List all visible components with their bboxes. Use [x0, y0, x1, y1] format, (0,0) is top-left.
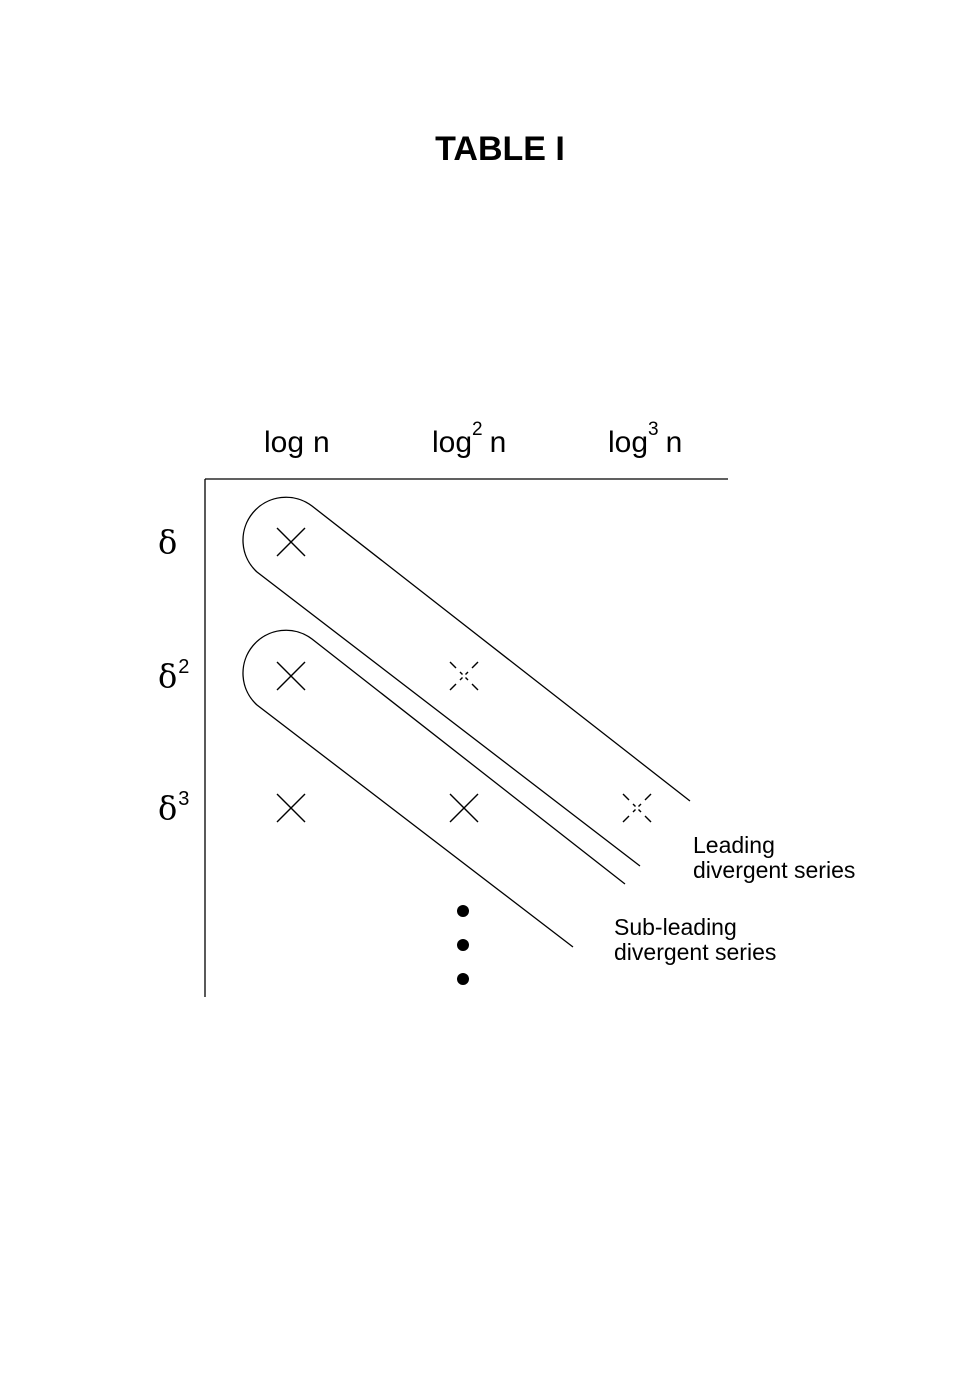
dashed-cross-segment [644, 793, 652, 801]
cross-stroke [276, 661, 306, 691]
cross-stroke [276, 527, 306, 557]
dashed-cross-segment [459, 671, 463, 675]
continuation-dot [457, 905, 469, 917]
dashed-cross-marker-r2-c2 [622, 793, 652, 823]
dashed-cross-segment [449, 683, 457, 691]
subleading-series-label: Sub-leading divergent series [614, 914, 776, 965]
continuation-dot [457, 973, 469, 985]
leading-series-loop [242, 496, 691, 867]
cross-marker-r0-c0 [276, 527, 306, 557]
dashed-cross-segment [459, 677, 463, 681]
dashed-cross-segment [622, 793, 630, 801]
leading-series-label: Leading divergent series [693, 832, 855, 883]
dashed-cross-segment [465, 677, 469, 681]
dashed-cross-segment [622, 815, 630, 823]
row-header-delta2: δ2 [158, 656, 189, 695]
cross-marker-r1-c0 [276, 661, 306, 691]
continuation-dot [457, 939, 469, 951]
dashed-cross-marker-r1-c1 [449, 661, 479, 691]
dashed-cross-segment [638, 809, 642, 813]
page-title: TABLE I [435, 130, 565, 168]
dashed-cross-segment [465, 671, 469, 675]
dashed-cross-segment [471, 661, 479, 669]
dashed-cross-segment [632, 809, 636, 813]
cross-marker-r2-c1 [449, 793, 479, 823]
dashed-cross-segment [449, 661, 457, 669]
row-header-delta: δ [158, 523, 177, 561]
dashed-cross-segment [638, 803, 642, 807]
continuation-dots [457, 905, 469, 985]
dashed-cross-segment [644, 815, 652, 823]
row-header-delta3: δ3 [158, 788, 189, 827]
cross-stroke [276, 793, 306, 823]
cross-marker-r2-c0 [276, 793, 306, 823]
dashed-cross-segment [471, 683, 479, 691]
subleading-series-loop [242, 629, 626, 948]
dashed-cross-segment [632, 803, 636, 807]
cross-stroke [449, 793, 479, 823]
cell-markers [276, 527, 652, 823]
